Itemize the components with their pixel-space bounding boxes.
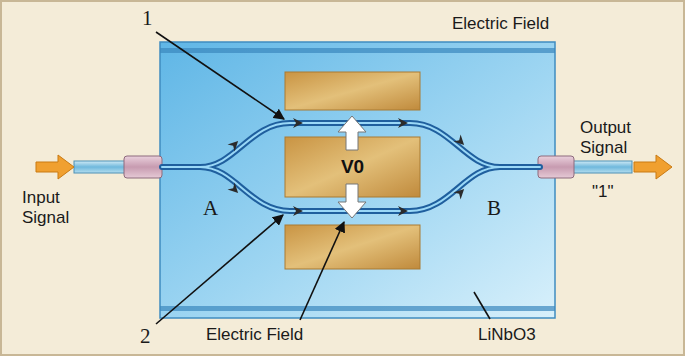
label-text: 1 [142,6,153,31]
label-text: LiNbO3 [478,325,536,345]
label-text: B [487,196,501,221]
chevron [293,206,303,216]
label-text: 2 [140,324,151,349]
chevron [454,135,468,149]
field-arrow-up [338,116,366,150]
output-fiber [570,161,632,173]
substrate-edge [160,48,555,53]
electrode [285,72,420,110]
leader-line [156,215,283,324]
label-text: A [203,196,218,221]
field-arrow-down [338,184,366,218]
fiber-connector [538,156,574,178]
electrode [285,225,420,269]
chevron [398,206,408,216]
substrate-edge [160,306,555,311]
leader-lines [156,32,490,324]
chevron [398,118,408,128]
input-signal-arrow [36,155,74,179]
label-text: "1" [592,182,614,202]
label-text: Output Signal [580,118,652,159]
label-text: Electric Field [206,325,303,345]
chevron [228,137,242,151]
electrode-box: V0 [285,137,420,197]
label-text: Electric Field [452,14,549,34]
leader-line [156,32,284,119]
chevron [293,118,303,128]
leader-line [474,292,490,319]
voltage-label: V0 [341,156,364,178]
fiber-connector [124,156,162,178]
chevron [454,185,468,199]
chevron [228,183,242,197]
leader-line [300,222,344,320]
label-text: Input Signal [22,188,100,229]
lithium-niobate-substrate [160,42,555,318]
output-signal-arrow [634,155,672,179]
